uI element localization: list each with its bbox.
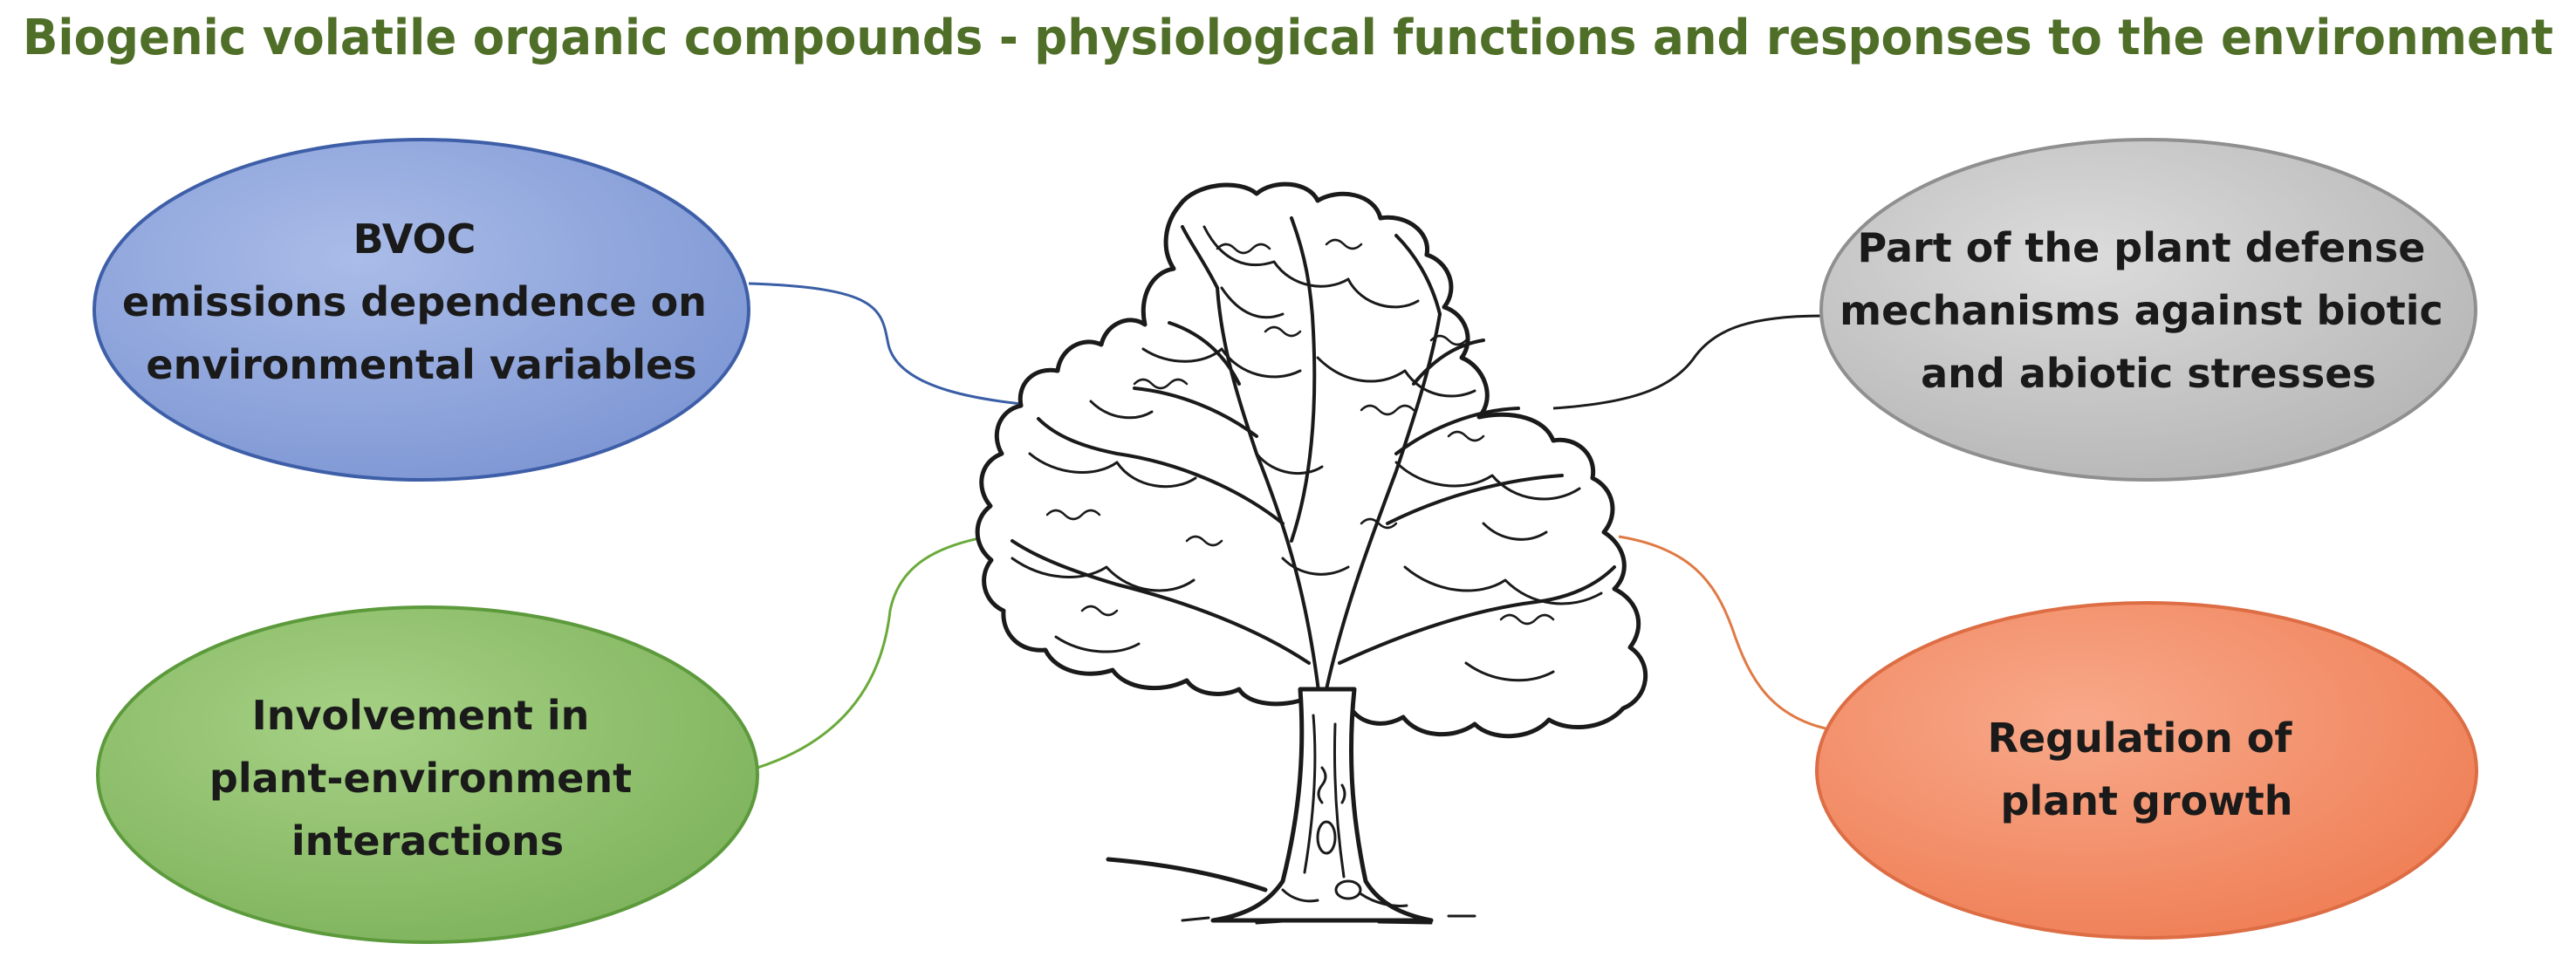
node-interactions-line: Involvement in [252,692,590,739]
node-emissions-line: emissions dependence on [122,278,707,325]
node-emissions [92,138,750,482]
node-interactions-line: interactions [291,817,564,865]
connector-defense [1552,314,1825,410]
node-growth-label: Regulation of plant growth [1988,715,2306,824]
node-growth-line: plant growth [2001,777,2293,824]
connector-interactions [757,530,1020,769]
node-defense-line: Part of the plant defense [1858,224,2426,271]
diagram-title: Biogenic volatile organic compounds - ph… [23,10,2553,66]
node-growth-line: Regulation of [1988,715,2293,762]
node-defense-line: and abiotic stresses [1921,350,2376,397]
node-emissions-line: environmental variables [146,341,696,388]
node-interactions [96,605,759,944]
connector-growth [1618,535,1826,730]
node-defense [1819,138,2477,482]
oak-tree-sketch-icon [975,181,1648,925]
node-growth [1815,601,2478,940]
node-defense-label: Part of the plant defense mechanisms aga… [1840,224,2457,397]
node-interactions-label: Involvement in plant-environment interac… [209,692,646,865]
connector-emissions [748,282,1079,410]
node-emissions-line: BVOC [353,215,476,263]
node-defense-line: mechanisms against biotic [1840,287,2443,334]
node-emissions-label: BVOC emissions dependence on environment… [122,215,721,388]
node-interactions-line: plant-environment [209,755,632,802]
